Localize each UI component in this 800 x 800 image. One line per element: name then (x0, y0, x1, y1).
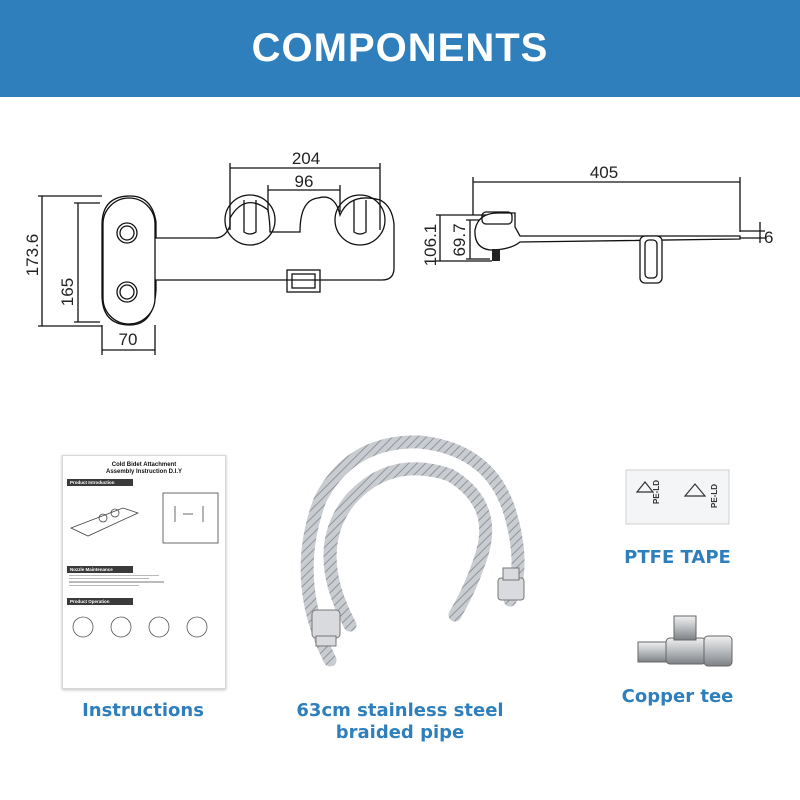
page-title: COMPONENTS (251, 26, 549, 70)
header-banner: COMPONENTS (0, 0, 800, 97)
dim-165-label: 165 (58, 278, 77, 306)
top-view-outline (101, 195, 395, 326)
ptfe-caption: PTFE TAPE (624, 547, 731, 568)
dim-96-label: 96 (295, 172, 314, 191)
right-valve-circle (334, 194, 386, 246)
dim-204-label: 204 (292, 149, 320, 168)
technical-drawing: 204 96 173.6 165 70 405 106.1 69.7 6 (23, 149, 773, 355)
manual-section-intro: Product Introduction (67, 479, 133, 486)
instructions-caption: Instructions (82, 700, 204, 721)
manual-section-operation: Product Operation (67, 597, 133, 605)
tee-caption: Copper tee (621, 686, 734, 707)
ptfe-tape-text-1: PE-LD (652, 480, 661, 504)
manual-title-1: Cold Bidet Attachment (111, 462, 177, 468)
pipe-caption: 63cm stainless steel braided pipe (290, 700, 510, 744)
dim-405-label: 405 (590, 163, 618, 182)
ptfe-tape-image: PE-LD PE-LD (625, 469, 730, 525)
dim-173-6-label: 173.6 (23, 234, 42, 277)
dim-6-label: 6 (764, 228, 773, 247)
instruction-manual: Cold Bidet Attachment Assembly Instructi… (62, 455, 226, 689)
ptfe-tape-text-2: PE-LD (710, 484, 719, 508)
side-fitting (492, 249, 500, 261)
dim-69-7-label: 69.7 (450, 223, 469, 256)
dim-106-1-label: 106.1 (421, 224, 440, 267)
braided-pipe-image (300, 435, 525, 667)
pipe-caption-line1: 63cm stainless steel (296, 700, 504, 721)
dim-70-label: 70 (119, 330, 138, 349)
copper-tee-image (637, 615, 733, 667)
manual-title-2: Assembly Instruction D.I.Y (105, 469, 183, 475)
manual-section-nozzle: Nozzle Maintenance (67, 566, 133, 573)
manual-operation-icons (72, 616, 208, 638)
pipe-caption-line2: braided pipe (335, 722, 465, 743)
left-valve-circle (224, 194, 276, 246)
manual-product-sketch (69, 492, 219, 544)
